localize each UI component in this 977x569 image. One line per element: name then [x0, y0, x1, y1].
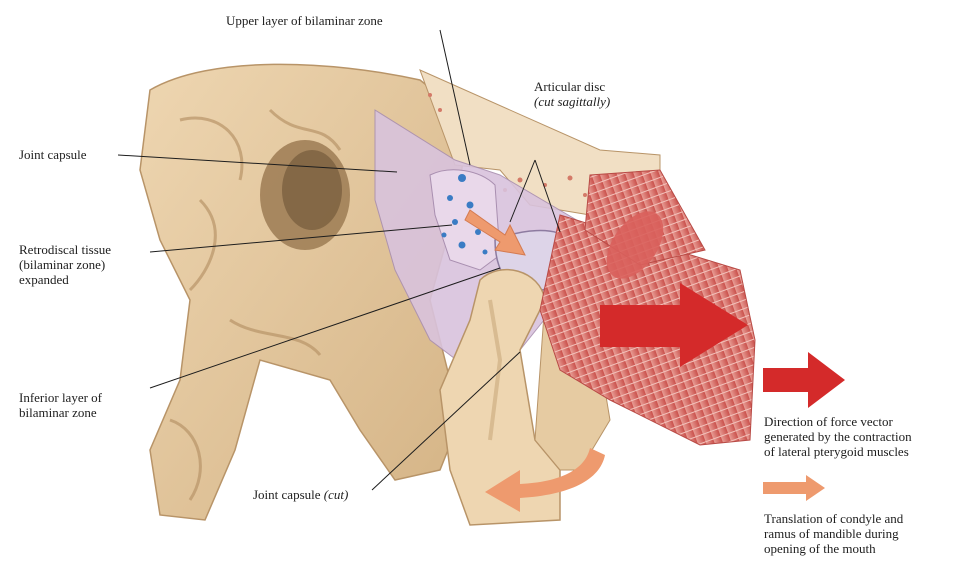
- label-upper-layer: Upper layer of bilaminar zone: [226, 13, 383, 28]
- label-inferior-layer: Inferior layer of bilaminar zone: [19, 390, 102, 420]
- joint-capsule-cut-title: Joint capsule: [253, 487, 321, 502]
- retrodiscal-line-3: expanded: [19, 272, 111, 287]
- retrodiscal-line-2: (bilaminar zone): [19, 257, 111, 272]
- legend-translation-line-3: opening of the mouth: [764, 541, 903, 556]
- articular-disc-note: (cut sagittally): [534, 94, 610, 109]
- legend-translation-line-1: Translation of condyle and: [764, 511, 903, 526]
- label-joint-capsule-cut: Joint capsule (cut): [253, 487, 348, 502]
- legend-force-line-3: of lateral pterygoid muscles: [764, 444, 912, 459]
- articular-disc-title: Articular disc: [534, 79, 610, 94]
- legend-force-text: Direction of force vector generated by t…: [764, 414, 912, 459]
- legend-force-line-2: generated by the contraction: [764, 429, 912, 444]
- legend-force-line-1: Direction of force vector: [764, 414, 912, 429]
- label-joint-capsule: Joint capsule: [19, 147, 87, 162]
- label-retrodiscal-tissue: Retrodiscal tissue (bilaminar zone) expa…: [19, 242, 111, 287]
- label-articular-disc: Articular disc (cut sagittally): [534, 79, 610, 109]
- legend-translation-text: Translation of condyle and ramus of mand…: [764, 511, 903, 556]
- legend-force-arrow: [763, 352, 845, 408]
- joint-capsule-cut-note: (cut): [324, 487, 349, 502]
- retrodiscal-line-1: Retrodiscal tissue: [19, 242, 111, 257]
- legend-translation-line-2: ramus of mandible during: [764, 526, 903, 541]
- legend-translation-arrow: [763, 475, 825, 501]
- inferior-line-2: bilaminar zone: [19, 405, 102, 420]
- inferior-line-1: Inferior layer of: [19, 390, 102, 405]
